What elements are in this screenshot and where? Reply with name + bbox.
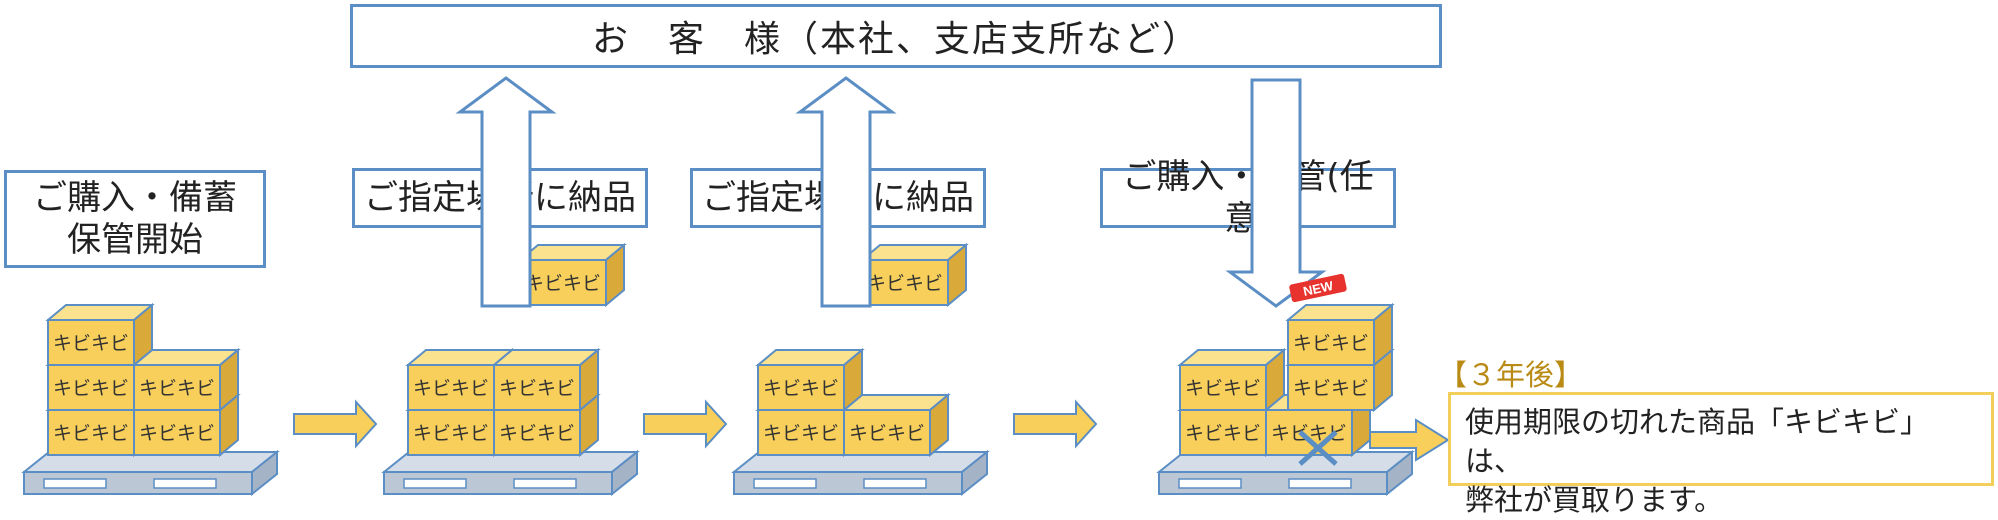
pallet-2 — [383, 451, 638, 495]
product-box-label: キビキビ — [763, 423, 839, 445]
product-box-front — [861, 259, 949, 306]
customer-box: お 客 様（本社、支店支所など） — [350, 4, 1442, 68]
product-box-front — [1287, 319, 1375, 366]
flow-arrow-4 — [1369, 418, 1450, 462]
product-box: キビキビ — [1285, 302, 1395, 368]
product-box-label: キビキビ — [1185, 378, 1261, 400]
start-label-line1: ご購入・備蓄 — [33, 177, 237, 218]
pallet-3 — [733, 451, 988, 495]
product-box-label: キビキビ — [413, 423, 489, 445]
note-box: 使用期限の切れた商品「キビキビ」は、 弊社が買取ります。 — [1448, 392, 1994, 517]
product-box-front — [493, 364, 581, 411]
flow-arrow-2 — [643, 399, 728, 449]
product-box-label: キビキビ — [53, 423, 129, 445]
product-box-front — [757, 409, 845, 456]
flow-arrow-3 — [1013, 399, 1098, 449]
product-box-label: キビキビ — [849, 423, 925, 445]
product-box: キビキビ — [841, 392, 951, 458]
product-box-front — [843, 409, 931, 456]
product-box-label: キビキビ — [413, 378, 489, 400]
product-box-label: キビキビ — [53, 378, 129, 400]
product-box-front — [519, 259, 607, 306]
customer-label: お 客 様（本社、支店支所など） — [591, 19, 1200, 60]
product-box: キビキビ — [1177, 347, 1287, 413]
expired-cross-icon — [1298, 430, 1338, 466]
product-box-label: キビキビ — [53, 333, 129, 355]
start-label-line2: 保管開始 — [67, 220, 203, 260]
product-box-label: キビキビ — [1185, 423, 1261, 445]
product-box-label: キビキビ — [499, 423, 575, 445]
product-box-front — [407, 364, 495, 411]
up-arrow-2 — [795, 76, 897, 308]
product-box-label: キビキビ — [139, 423, 215, 445]
product-box-front — [493, 409, 581, 456]
flow-diagram: キビキビキビキビキビキビキビキビキビキビキビキビキビキビキビキビキビキビキビキビ… — [23, 76, 1450, 495]
product-box-front — [47, 409, 135, 456]
product-box-label: キビキビ — [867, 273, 943, 295]
product-box: キビキビ — [517, 242, 627, 308]
down-arrow — [1225, 78, 1327, 308]
product-box: キビキビ — [755, 347, 865, 413]
product-box-label: キビキビ — [1293, 378, 1369, 400]
product-box: キビキビ — [45, 302, 155, 368]
up-arrow-1 — [455, 76, 557, 308]
product-box-label: キビキビ — [525, 273, 601, 295]
product-box-label: キビキビ — [139, 378, 215, 400]
product-box-front — [47, 319, 135, 366]
new-badge-icon: NEW — [1289, 273, 1347, 303]
product-box-front — [1179, 364, 1267, 411]
product-box-front — [757, 364, 845, 411]
start-label-box: ご購入・備蓄 保管開始 — [4, 170, 266, 268]
note-heading: 【３年後】 — [1438, 358, 1584, 392]
product-box-label: キビキビ — [1293, 333, 1369, 355]
product-box-front — [1287, 364, 1375, 411]
product-box-label: キビキビ — [763, 378, 839, 400]
new-badge-text: NEW — [1302, 278, 1335, 299]
flow-arrow-1 — [293, 399, 378, 449]
product-box: キビキビ — [405, 347, 515, 413]
pallet-1 — [23, 451, 278, 495]
note-line2: 弊社が買取ります。 — [1465, 483, 1724, 518]
purchase-label: ご購入・保管(任意) — [1122, 156, 1374, 240]
product-box: キビキビ — [491, 347, 601, 413]
product-box: キビキビ — [859, 242, 969, 308]
product-box: キビキビ — [131, 347, 241, 413]
product-box-front — [133, 364, 221, 411]
product-box-label: キビキビ — [499, 378, 575, 400]
pallet-4 — [1158, 451, 1413, 495]
purchase-label-box: ご購入・保管(任意) — [1100, 157, 1396, 239]
note-line1: 使用期限の切れた商品「キビキビ」は、 — [1465, 405, 1930, 479]
